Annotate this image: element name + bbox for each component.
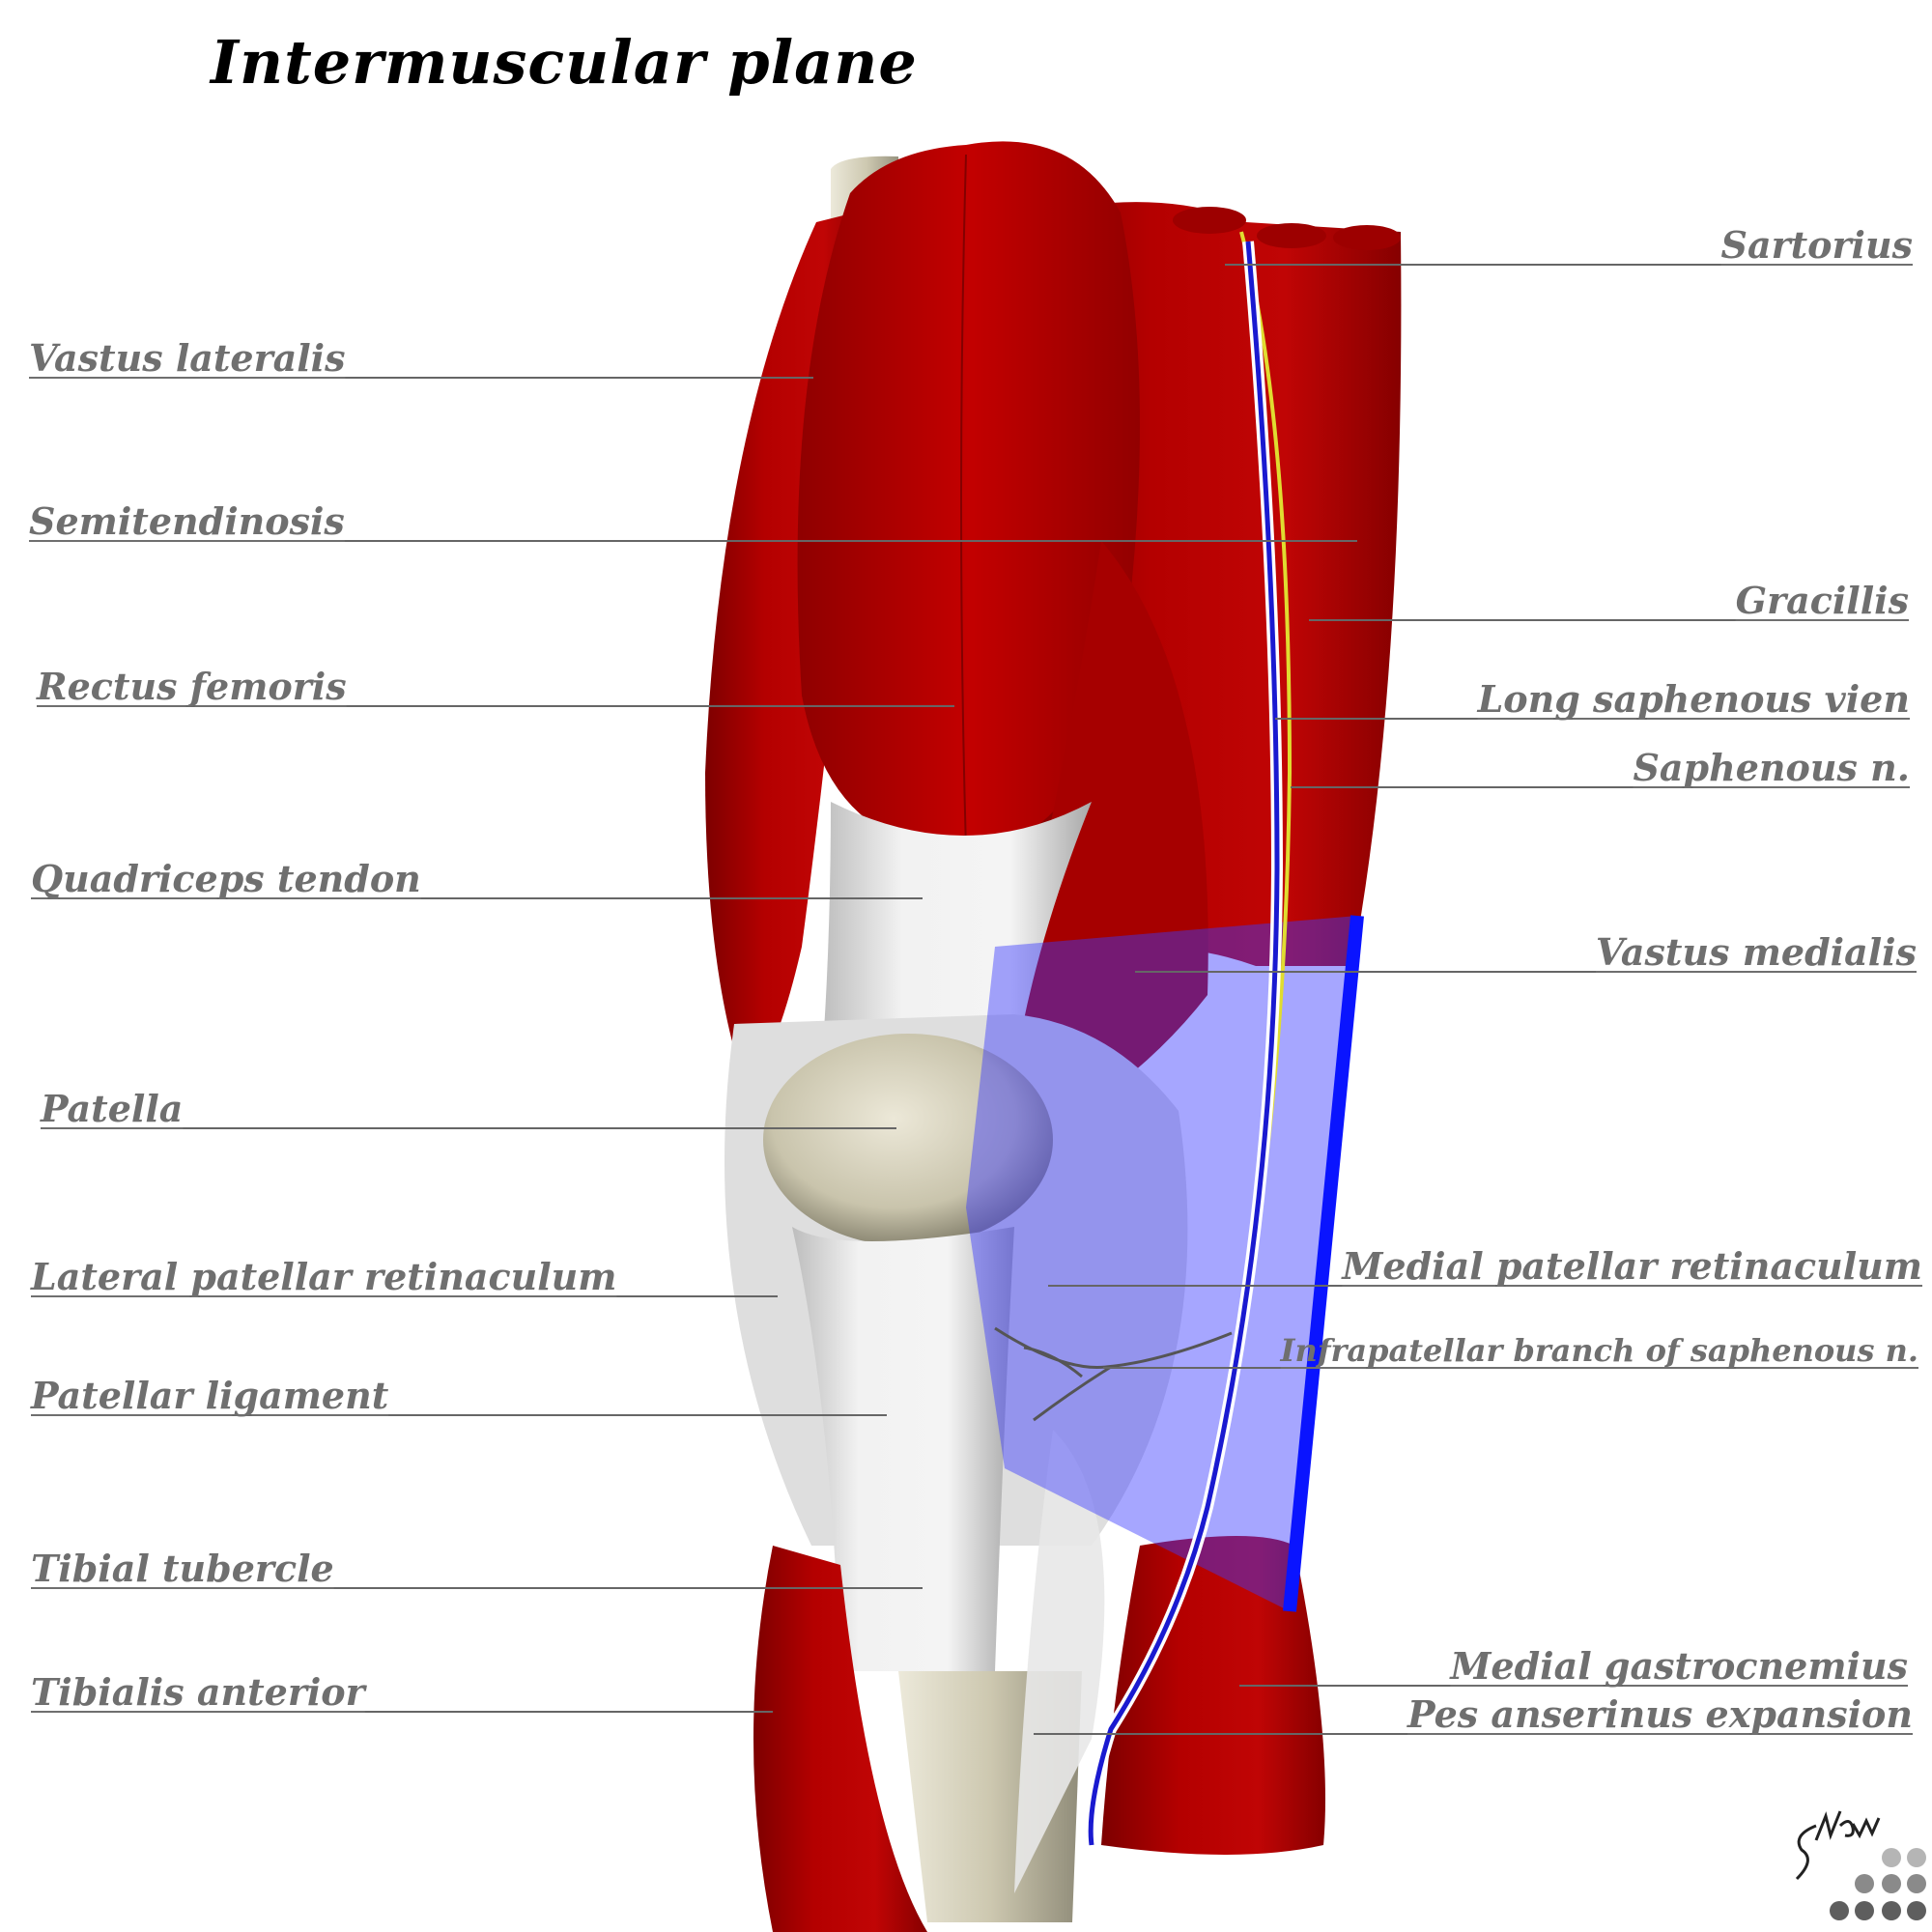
label-semitendinosis: Semitendinosis (29, 499, 345, 543)
label-lateral-patellar-retinaculum: Lateral patellar retinaculum (31, 1255, 617, 1298)
pes-anserinus-shape (1014, 1430, 1105, 1893)
label-patellar-ligament: Patellar ligament (31, 1374, 389, 1417)
logo-dot (1855, 1874, 1874, 1893)
label-long-saphenous-vien: Long saphenous vien (1477, 677, 1910, 721)
rectus-femoris-muscle (797, 141, 1140, 850)
leader-lines-right (1034, 264, 1922, 1735)
logo-dot (1907, 1874, 1926, 1893)
logo-dot (1882, 1848, 1901, 1867)
leader-lines-left (29, 377, 1357, 1713)
rectus-femoris-raphe (960, 154, 967, 851)
page-title: Intermuscular plane (211, 27, 918, 98)
label-sartorius: Sartorius (1720, 223, 1913, 267)
semitendinosus-muscle-end (1333, 225, 1401, 250)
signature-mark (1795, 1810, 1881, 1881)
quadriceps-tendon-shape (821, 802, 1092, 1072)
label-vastus-lateralis: Vastus lateralis (29, 336, 346, 380)
logo-dot (1907, 1901, 1926, 1920)
medial-gastrocnemius-muscle (1101, 1536, 1325, 1855)
long-saphenous-vein-core (1088, 241, 1280, 1846)
label-pes-anserinus-expansion: Pes anserinus expansion (1407, 1692, 1913, 1736)
intermuscular-plane-edge (1283, 915, 1364, 1612)
label-quadriceps-tendon: Quadriceps tendon (31, 857, 421, 900)
label-infrapatellar-branch: Infrapatellar branch of saphenous n. (1280, 1332, 1918, 1369)
logo-dot (1907, 1848, 1926, 1867)
label-gracillis: Gracillis (1735, 579, 1909, 622)
gracilis-muscle-end (1257, 223, 1326, 248)
logo-dot (1882, 1874, 1901, 1893)
logo-dot (1855, 1901, 1874, 1920)
logo-dots (1830, 1848, 1926, 1920)
label-medial-gastrocnemius: Medial gastrocnemius (1450, 1644, 1908, 1688)
vastus-medialis-muscle (1016, 541, 1208, 1140)
label-patella: Patella (41, 1087, 184, 1130)
sartorius-muscle-end (1173, 207, 1246, 234)
logo-dot (1830, 1901, 1849, 1920)
label-saphenous-n: Saphenous n. (1633, 746, 1910, 789)
logo-dot (1882, 1901, 1901, 1920)
intermuscular-plane-region (966, 916, 1357, 1611)
tibialis-anterior-muscle (753, 1546, 927, 1932)
patella-bone (763, 1034, 1053, 1246)
label-tibial-tubercle: Tibial tubercle (31, 1547, 334, 1590)
label-vastus-medialis: Vastus medialis (1595, 930, 1917, 974)
label-medial-patellar-retinaculum: Medial patellar retinaculum (1342, 1244, 1922, 1288)
label-tibialis-anterior: Tibialis anterior (31, 1670, 365, 1714)
patellar-ligament-shape (792, 1227, 1014, 1671)
label-rectus-femoris: Rectus femoris (37, 665, 347, 708)
